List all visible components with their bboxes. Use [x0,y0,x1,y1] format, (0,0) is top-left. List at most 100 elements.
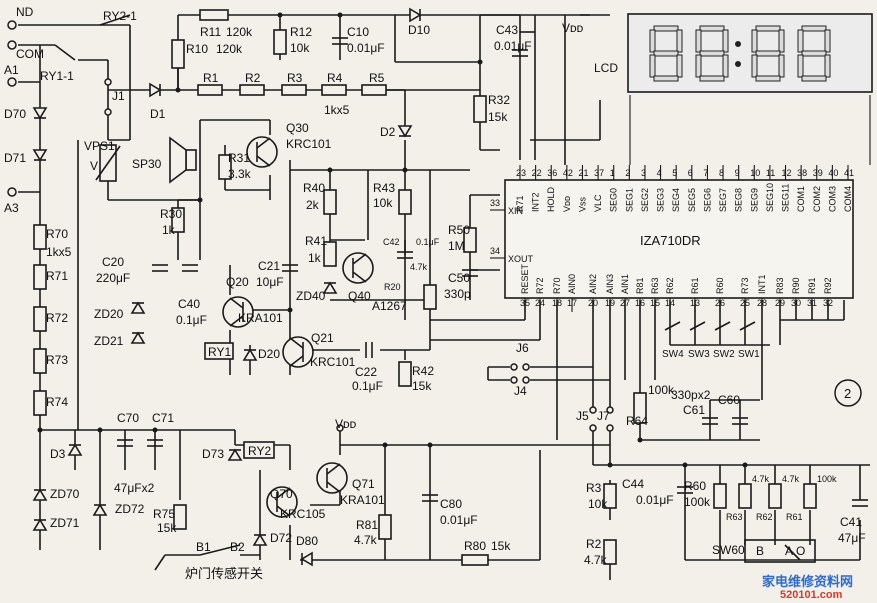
svg-text:330px2: 330px2 [671,388,711,402]
resistor-r11 [199,9,229,21]
transistor-q71 [316,462,348,494]
svg-text:R60: R60 [684,479,706,493]
svg-text:D70: D70 [4,107,26,121]
ic-pin-name: COM1 [796,186,806,212]
capacitor-c44 [677,486,693,494]
ic-pin-num: 11 [766,168,775,178]
capacitor-c43 [512,49,528,57]
relay-coil-ry2 [243,441,275,459]
terminal-a3 [7,187,17,197]
svg-text:Q70: Q70 [270,487,293,501]
ic-pin-name: HOLD [546,186,556,212]
switch-sw1: SW1 [738,321,760,360]
svg-text:C21: C21 [258,259,280,273]
ic-pin-num: 3 [641,168,646,178]
ic-pin-num: 31 [807,298,817,308]
ic-pin-name: SEG8 [734,188,744,212]
capacitor-c21 [282,264,298,272]
ic-pin-name: SEG11 [781,184,791,212]
zener-zd70 [32,488,48,501]
capacitor-c70 [117,439,133,447]
ic-pin-num: 41 [844,168,854,178]
svg-text:SW4: SW4 [662,349,684,360]
resistors [33,9,817,566]
diode-d70 [32,107,48,120]
ic-pin-name: COM3 [827,186,837,212]
svg-text:R32: R32 [488,93,510,107]
ic-pin-name: R70 [552,277,562,294]
ic-pin-name: VLC [593,194,603,212]
ic-pin-name: SEG2 [640,188,650,212]
resistor-r73 [33,348,47,374]
key-switches: SW4 SW3 SW2 SW1 [662,321,760,360]
label-nd: ND [16,5,34,19]
ic-pin-num: 24 [535,298,545,308]
ic-pin-num: 20 [588,298,598,308]
ic-pin-name: SEG7 [718,188,728,212]
ic-pin-name: SEG3 [656,188,666,212]
svg-text:R12: R12 [290,25,312,39]
label-ry1-1: RY1-1 [40,69,74,83]
svg-text:V: V [90,159,98,173]
diode-d1 [149,82,162,98]
svg-text:Vᴅᴅ: Vᴅᴅ [335,417,357,431]
capacitor-c80 [422,494,438,502]
svg-text:3.3k: 3.3k [228,167,252,181]
resistor-r12 [273,29,287,55]
ic-pin-num: 35 [520,298,530,308]
capacitor-c50 [462,269,478,277]
svg-text:ZD40: ZD40 [296,289,326,303]
resistor-r4 [321,84,347,96]
diode-d20 [242,348,258,361]
ic-pin-num: 12 [782,168,792,178]
ic-pin-name: R73 [740,277,750,294]
ic-pin-name: AIN2 [588,274,598,294]
ic-pin-num: 30 [791,298,801,308]
svg-text:4.7k: 4.7k [584,553,608,567]
svg-text:J6: J6 [516,341,529,355]
ic-pin-num: 40 [828,168,838,178]
label-a3: A3 [4,201,19,215]
zener-zd71 [32,518,48,531]
transistor-q21 [282,336,314,368]
svg-text:R70: R70 [46,227,68,241]
ic-pin-name: SEG0 [609,188,619,212]
svg-text:1M: 1M [448,239,465,253]
svg-text:R62: R62 [756,512,773,522]
ic-pin-name: R71 [515,195,525,212]
varistor-slash [95,145,121,181]
ic-pin-num: 32 [823,298,833,308]
resistor-r60 [713,483,727,509]
ic-pin-name: SEG5 [687,188,697,212]
capacitor-c22 [365,342,373,358]
svg-text:10k: 10k [588,497,608,511]
ic-pin-num: 15 [650,298,660,308]
switch-sw4: SW4 [662,321,684,360]
svg-text:R30: R30 [160,207,182,221]
svg-text:炉门传感开关: 炉门传感开关 [185,566,263,582]
resistor-r41 [323,241,337,267]
resistor-r31 [218,154,232,180]
svg-text:R31: R31 [228,151,250,165]
label-a1: A1 [4,63,19,77]
svg-text:J5: J5 [576,409,589,423]
ic-pin-num: 6 [688,168,693,178]
ic-pin-name: SEG6 [702,188,712,212]
svg-text:Q71: Q71 [352,477,375,491]
svg-text:100k: 100k [648,383,675,397]
ic-pin-name: Vᴅᴅ [562,196,572,212]
svg-text:R75: R75 [153,507,175,521]
ic-pin-num: 9 [735,168,740,178]
figure-number: 2 [844,386,851,401]
watermark-url: 520101.com [780,589,843,601]
svg-text:R3: R3 [287,71,303,85]
resistor-r40 [323,189,337,215]
svg-text:VPS1: VPS1 [84,139,115,153]
svg-text:A: A [785,544,793,558]
diode-d73 [227,448,243,461]
svg-text:D71: D71 [4,151,26,165]
svg-text:C61: C61 [683,403,705,417]
terminal-a1 [7,77,17,87]
ic-pin-name: R83 [775,277,785,294]
